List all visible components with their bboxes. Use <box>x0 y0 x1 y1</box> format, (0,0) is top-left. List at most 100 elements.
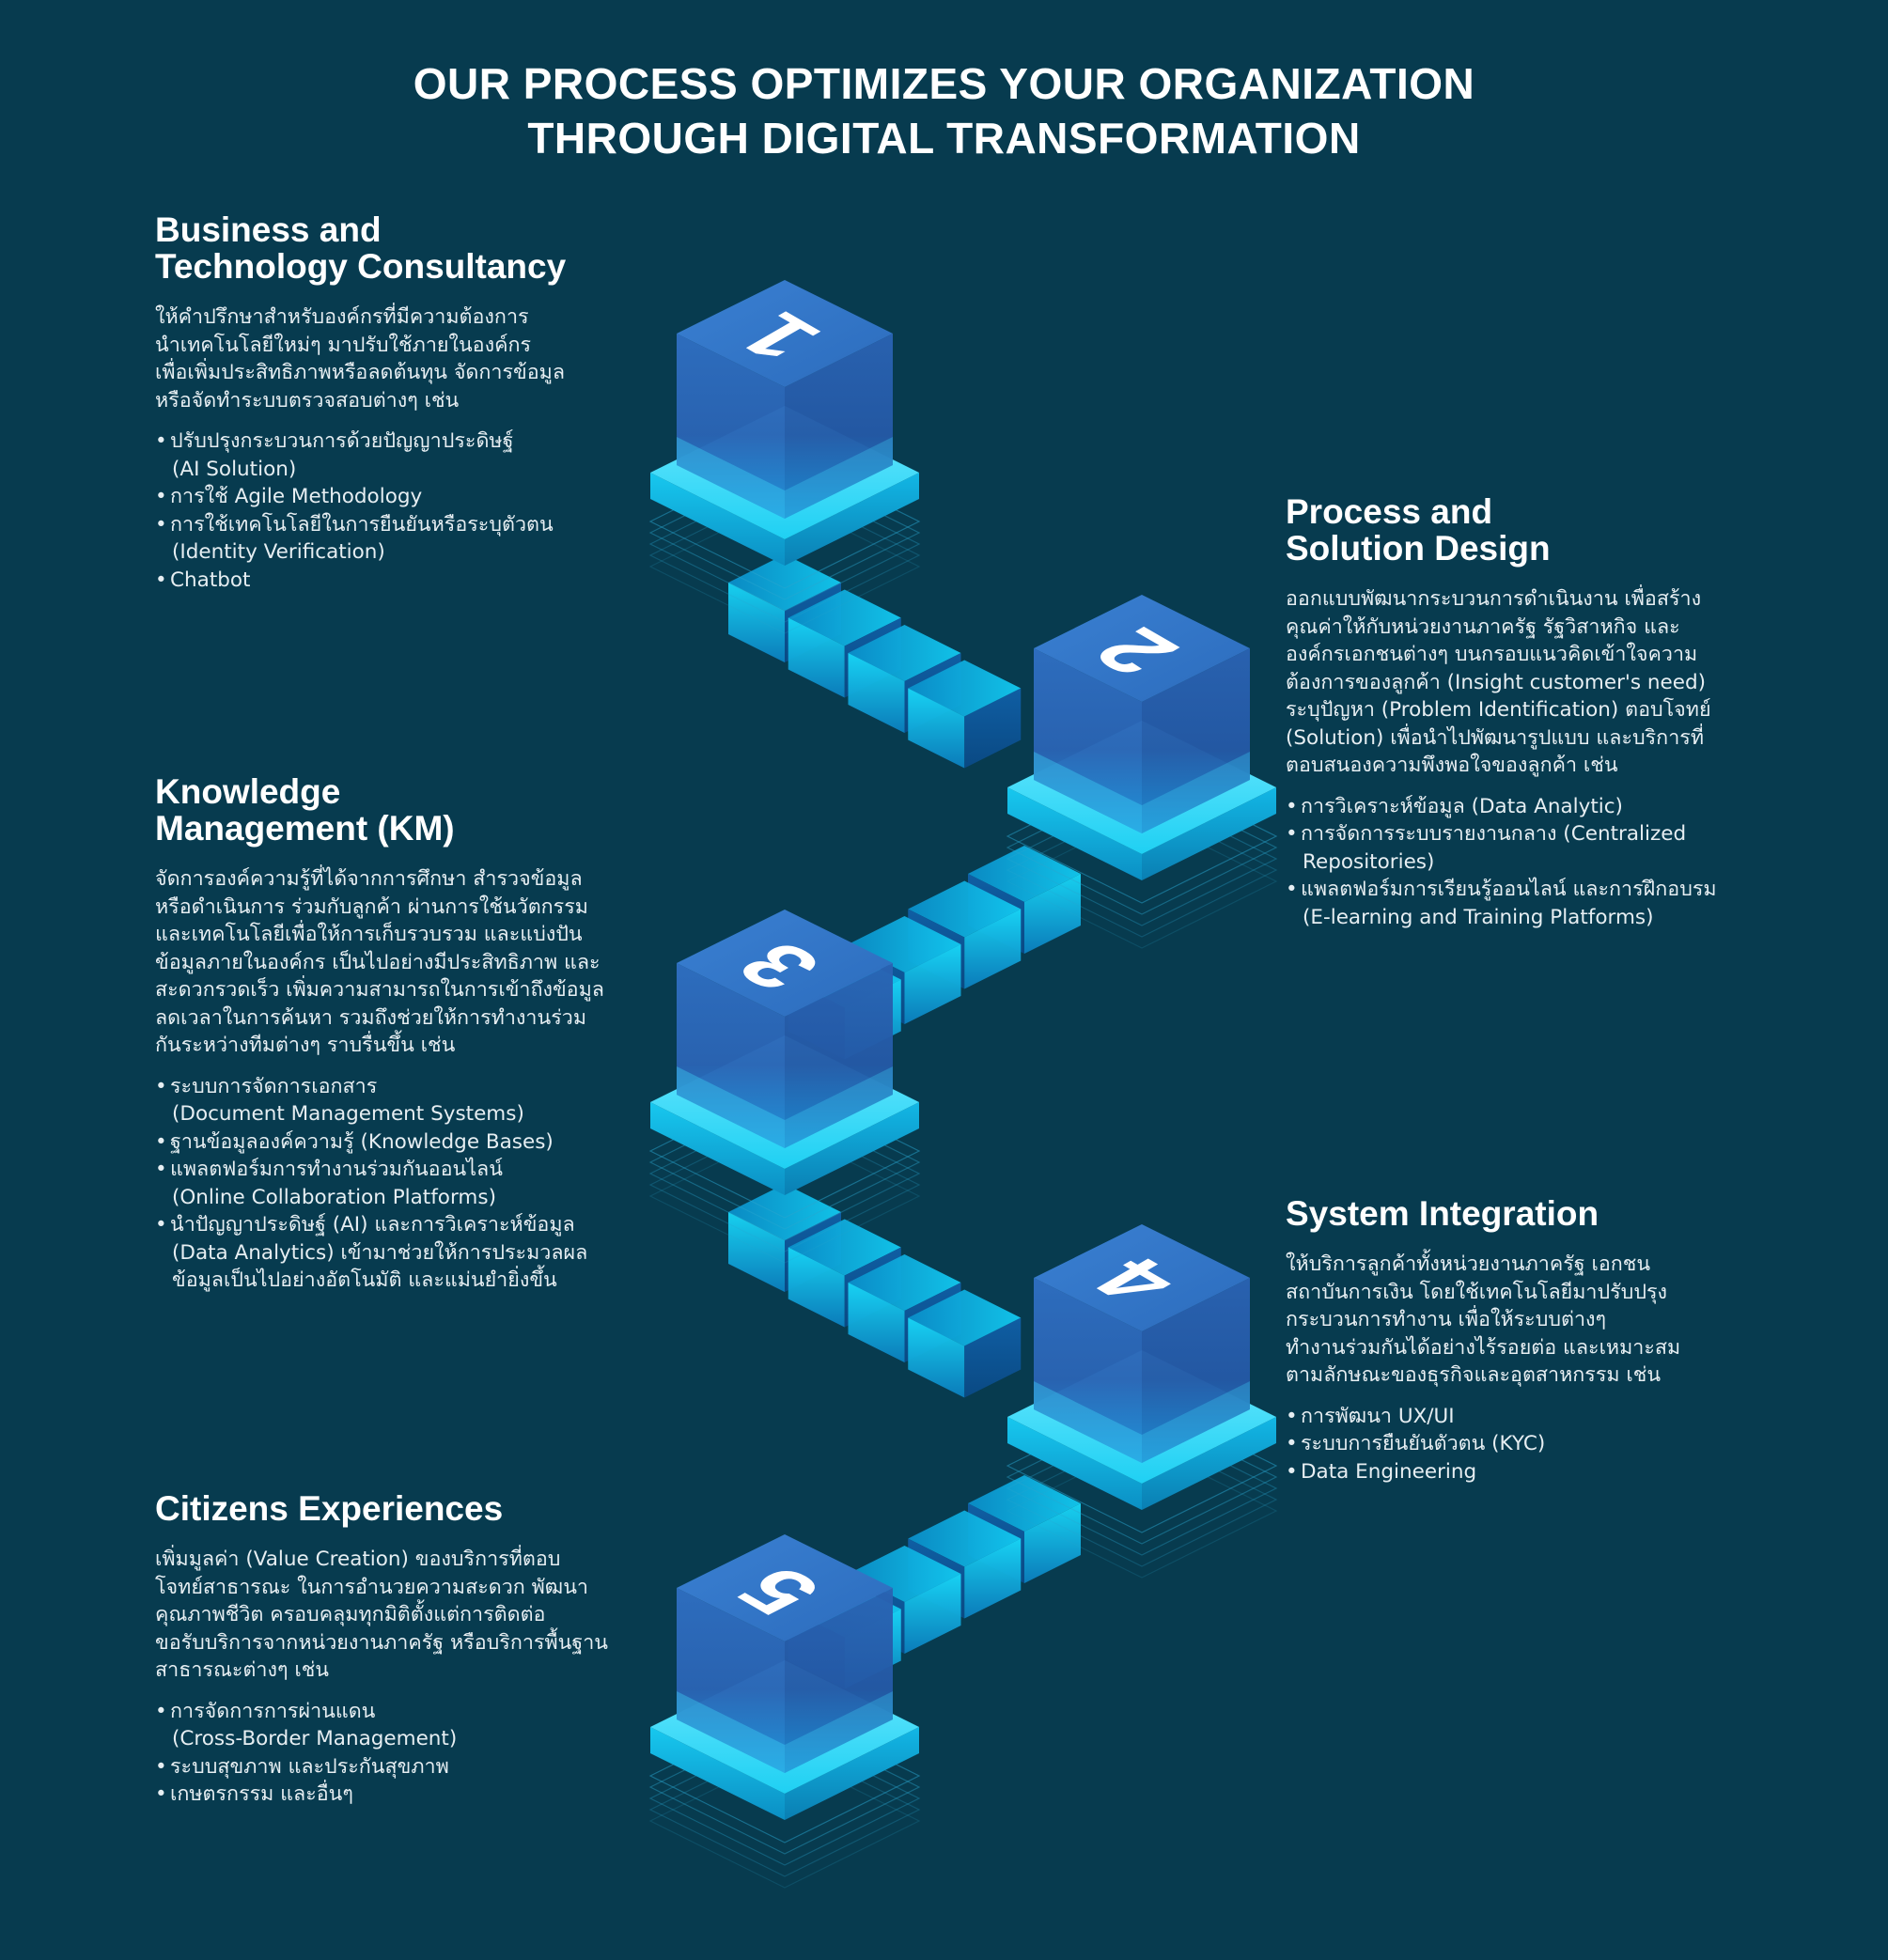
description-line: ทำงานร่วมกันได้อย่างไร้รอยต่อ และเหมาะสม <box>1286 1335 1681 1360</box>
bullet-text: การพัฒนา UX/UI <box>1301 1404 1455 1428</box>
bullet-item: นำปัญญาประดิษฐ์ (AI) และการวิเคราะห์ข้อม… <box>155 1211 681 1295</box>
process-cube-2: 2 <box>1006 595 1278 949</box>
bullet-text: (Document Management Systems) <box>172 1102 524 1126</box>
cube-glow-right <box>785 1066 893 1148</box>
process-cube-3: 3 <box>648 910 921 1264</box>
bullet-text: นำปัญญาประดิษฐ์ (AI) และการวิเคราะห์ข้อม… <box>170 1213 575 1237</box>
bullet-text: Data Engineering <box>1301 1459 1477 1484</box>
cube-right-face <box>1142 1278 1250 1463</box>
bullet-text: ระบบการจัดการเอกสาร <box>170 1074 378 1098</box>
bullet-item: แพลตฟอร์มการเรียนรู้ออนไลน์ และการฝึกอบร… <box>1286 876 1849 931</box>
heading-line: System Integration <box>1286 1194 1599 1233</box>
cube-top-face <box>677 1534 893 1641</box>
bullet-item: การจัดการระบบรายงานกลาง (CentralizedRepo… <box>1286 820 1849 876</box>
plate-left-side <box>650 473 785 566</box>
stair-step-side <box>964 909 1022 989</box>
description-line: จัดการองค์ความรู้ที่ได้จากการศึกษา สำรวจ… <box>155 867 583 891</box>
bullet-text: (AI Solution) <box>172 457 297 481</box>
bullet-text: การใช้ Agile Methodology <box>170 485 423 508</box>
bullet-text: (Identity Verification) <box>172 540 385 564</box>
cube-left-face <box>677 334 785 519</box>
stair-step-riser <box>788 1247 845 1328</box>
description-line: ขอรับบริการจากหน่วยงานภาครัฐ หรือบริการพ… <box>155 1630 608 1655</box>
bullet-text: การวิเคราะห์ข้อมูล (Data Analytic) <box>1301 794 1623 818</box>
plate-right-side <box>785 1102 919 1195</box>
description-line: (Solution) เพื่อนำไปพัฒนารูปแบบ และบริกา… <box>1286 725 1704 750</box>
bullet-list: การพัฒนา UX/UI ระบบการยืนยันตัวตน (KYC) … <box>1286 1403 1812 1486</box>
cube-right-face <box>1142 648 1250 833</box>
description-line: ระบุปัญหา (Problem Identification) ตอบโจ… <box>1286 698 1711 722</box>
stair-step-riser <box>848 1283 905 1362</box>
bullet-item: การพัฒนา UX/UI <box>1286 1403 1812 1431</box>
process-cube-5: 5 <box>648 1534 921 1889</box>
bullet-text: เกษตรกรรม และอื่นๆ <box>170 1782 353 1806</box>
heading-line: Citizens Experiences <box>155 1489 504 1528</box>
section-heading: Process and Solution Design <box>1286 493 1849 567</box>
description-line: เพิ่มมูลค่า (Value Creation) ของบริการที… <box>155 1548 561 1571</box>
bullet-item: การวิเคราะห์ข้อมูล (Data Analytic) <box>1286 793 1849 821</box>
cube-top-face <box>1034 1224 1250 1331</box>
stair-step-riser <box>728 1212 785 1292</box>
section-knowledge-management: Knowledge Management (KM) จัดการองค์ความ… <box>155 773 681 1295</box>
description-line: คุณภาพชีวิต ครอบคลุมทุกมิติตั้งแต่การติด… <box>155 1603 546 1626</box>
section-heading: Business and Technology Consultancy <box>155 211 644 285</box>
description-line: กระบวนการทำงาน เพื่อให้ระบบต่างๆ <box>1286 1308 1607 1331</box>
stair-step-side <box>964 1538 1022 1619</box>
description-line: หรือดำเนินการ ร่วมกับลูกค้า ผ่านการใช้นว… <box>155 894 588 919</box>
cube-top-face <box>677 280 893 387</box>
description-line: สถาบันการเงิน โดยใช้เทคโนโลยีมาปรับปรุง <box>1286 1280 1668 1304</box>
cube-glow-left <box>677 1066 785 1148</box>
description-line: และเทคโนโลยีเพื่อให้การเก็บรวบรวม และแบ่… <box>155 923 583 946</box>
bullet-text: การจัดการระบบรายงานกลาง (Centralized <box>1301 822 1687 846</box>
bullet-text: ระบบการยืนยันตัวตน (KYC) <box>1301 1432 1546 1455</box>
stair-connector <box>728 554 1022 769</box>
bullet-item: ฐานข้อมูลองค์ความรู้ (Knowledge Bases) <box>155 1128 681 1157</box>
bullet-item: Chatbot <box>155 567 644 595</box>
stair-connectors <box>728 554 1081 1689</box>
stair-step-side <box>964 1317 1022 1398</box>
bullet-item: เกษตรกรรม และอื่นๆ <box>155 1781 681 1809</box>
cube-right-face <box>785 334 893 519</box>
bullet-text: แพลตฟอร์มการทำงานร่วมกันออนไลน์ <box>170 1158 503 1181</box>
cube-glow-left <box>1034 752 1142 833</box>
stair-step-riser <box>728 583 785 662</box>
heading-line: Solution Design <box>1286 529 1551 568</box>
description-line: สะดวกรวดเร็ว เพิ่มความสามารถในการเข้าถึง… <box>155 978 604 1002</box>
cube-glow-left <box>677 437 785 519</box>
process-cube-4: 4 <box>1006 1224 1278 1579</box>
cube-right-face <box>785 1588 893 1773</box>
heading-line: Knowledge <box>155 772 341 811</box>
page-title-line-2: THROUGH DIGITAL TRANSFORMATION <box>527 114 1361 163</box>
plate-right-side <box>1142 1417 1276 1510</box>
description-line: ตามลักษณะของธุรกิจและอุตสาหกรรม เช่น <box>1286 1363 1662 1387</box>
description-line: ให้คำปรึกษาสำหรับองค์กรที่มีความต้องการ <box>155 305 529 329</box>
stair-step-side <box>904 1574 961 1654</box>
stair-step-side <box>1024 1503 1081 1583</box>
description-line: ต้องการของลูกค้า (Insight customer's nee… <box>1286 670 1706 694</box>
stair-step-side <box>904 944 961 1024</box>
cube-left-face <box>677 963 785 1148</box>
section-system-integration: System Integration ให้บริการลูกค้าทั้งหน… <box>1286 1195 1812 1486</box>
cube-glow-left <box>1034 1381 1142 1463</box>
description-line: โจทย์สาธารณะ ในการอำนวยความสะดวก พัฒนา <box>155 1575 588 1599</box>
bullet-item: ระบบการจัดการเอกสาร (Document Management … <box>155 1073 681 1128</box>
plate-left-side <box>1007 787 1142 880</box>
bullet-text: แพลตฟอร์มการเรียนรู้ออนไลน์ และการฝึกอบร… <box>1301 878 1717 901</box>
section-business-technology-consultancy: Business and Technology Consultancy ให้ค… <box>155 211 644 594</box>
bullet-text: (E-learning and Training Platforms) <box>1303 905 1654 929</box>
section-description: เพิ่มมูลค่า (Value Creation) ของบริการที… <box>155 1546 681 1685</box>
cube-glow-right <box>785 437 893 519</box>
bullet-text: (Data Analytics) เข้ามาช่วยให้การประมวลผ… <box>172 1240 588 1265</box>
bullet-list: การจัดการการผ่านแดน(Cross-Border Managem… <box>155 1698 681 1809</box>
description-line: ออกแบบพัฒนากระบวนการดำเนินงาน เพื่อสร้าง <box>1286 587 1702 611</box>
section-description: ออกแบบพัฒนากระบวนการดำเนินงาน เพื่อสร้าง… <box>1286 585 1849 780</box>
cube-left-face <box>1034 648 1142 833</box>
page-title: OUR PROCESS OPTIMIZES YOUR ORGANIZATION … <box>0 56 1888 165</box>
stair-step-riser <box>908 1317 965 1398</box>
section-heading: Citizens Experiences <box>155 1490 681 1527</box>
section-description: จัดการองค์ความรู้ที่ได้จากการศึกษา สำรวจ… <box>155 865 681 1060</box>
bullet-text: Repositories) <box>1303 849 1435 874</box>
cube-glow-right <box>785 1691 893 1773</box>
bullet-list: ระบบการจัดการเอกสาร (Document Management … <box>155 1073 681 1295</box>
